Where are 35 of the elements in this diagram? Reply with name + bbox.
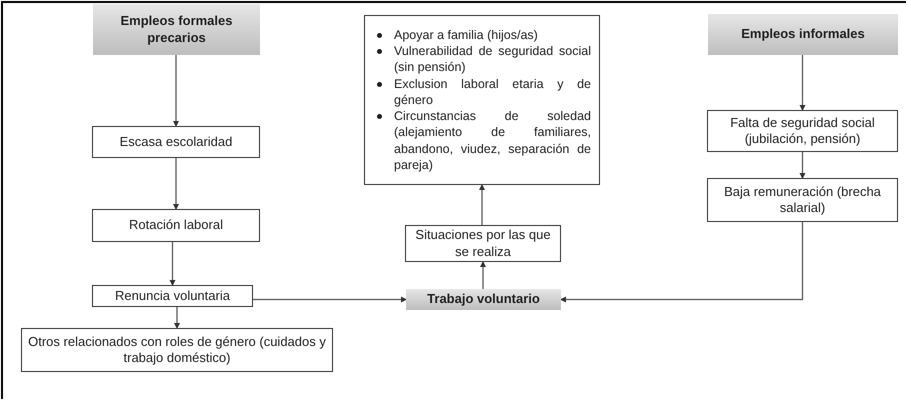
arrow: [173, 158, 179, 210]
box-text: Rotación laboral: [128, 217, 224, 234]
arrow: [174, 307, 180, 329]
box-text: Renuncia voluntaria: [114, 288, 231, 304]
arrow: [800, 152, 806, 179]
title-box: [708, 14, 898, 55]
process-box: [92, 209, 260, 242]
process-box: [707, 110, 898, 152]
process-box: [92, 285, 253, 307]
box-text: Situaciones por las que se realiza: [414, 227, 552, 260]
list-box: [364, 15, 600, 185]
process-box: [92, 126, 260, 158]
arrow: [800, 55, 806, 111]
box-text: Trabajo voluntario: [426, 291, 541, 308]
title-box: [406, 289, 561, 310]
box-text: Escasa escolaridad: [118, 134, 234, 150]
arrow: [170, 242, 176, 286]
box-text: Empleos formales precarios: [120, 13, 234, 46]
process-box: [21, 328, 333, 372]
box-text: Falta de seguridad social (jubilación, pensión): [729, 114, 876, 148]
arrow: [173, 55, 179, 127]
box-text: Empleos informales: [740, 26, 866, 43]
box-text: Baja remuneración (brecha salarial): [723, 184, 882, 216]
box-text: Otros relacionados con roles de género (cuidados y trabajo doméstico): [27, 334, 327, 366]
title-box: [93, 4, 260, 55]
list-item: Apoyar a familia (hijos/as): [394, 26, 539, 44]
process-box: [707, 178, 898, 222]
list-item: Vulnerabilidad de seguridad social (sin pensión): [394, 43, 591, 76]
arrow: [479, 184, 485, 225]
arrow: [253, 296, 407, 302]
process-box: [405, 225, 561, 262]
list-item: Exclusion laboral etaria y de género: [394, 76, 591, 108]
arrow: [480, 261, 486, 289]
list-item: Circunstancias de soledad (alejamiento de familiares, abandono, viudez, separación de pareja): [394, 108, 591, 174]
arrow: [560, 222, 804, 302]
